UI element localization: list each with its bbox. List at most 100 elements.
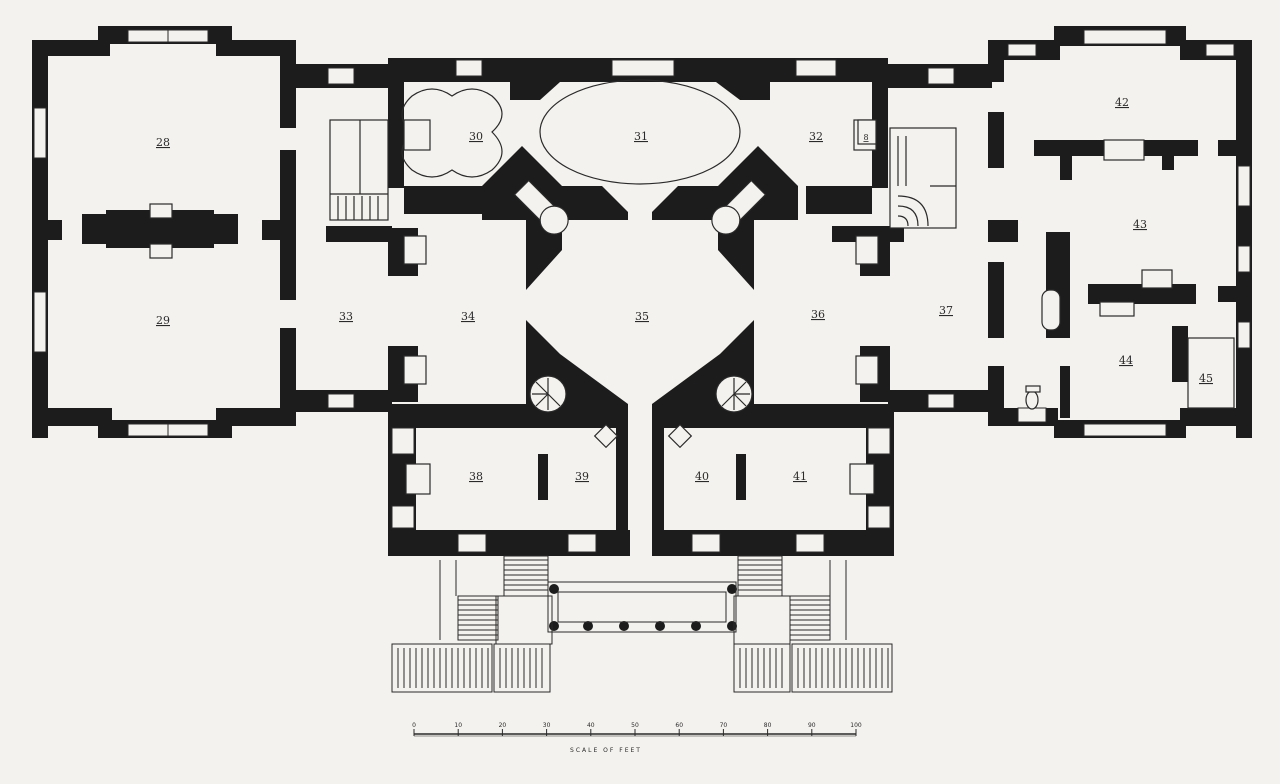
scale-tick-label: 70 <box>720 722 728 729</box>
terrace-post <box>619 621 629 631</box>
west-staircase <box>329 119 389 221</box>
niche-north-2 <box>716 82 770 100</box>
east-upper-steps <box>737 555 783 597</box>
room-number-31: 31 <box>634 130 648 143</box>
scale-tick-label: 0 <box>412 722 416 729</box>
windows <box>33 29 1251 553</box>
fireplace <box>855 355 879 385</box>
window <box>391 505 415 529</box>
window <box>327 393 355 409</box>
east-side-steps <box>789 595 831 641</box>
room-number-39: 39 <box>575 470 589 483</box>
room-number-42: 42 <box>1115 96 1129 109</box>
terrace-post <box>727 584 737 594</box>
room42-south-return-east <box>1162 140 1174 170</box>
scale-title: SCALE OF FEET <box>570 747 642 754</box>
right-wing-pier-east-top <box>1218 140 1236 156</box>
closet-mark: 8 <box>863 133 868 142</box>
window <box>567 533 597 553</box>
window <box>1237 245 1251 273</box>
terrace-post <box>655 621 665 631</box>
room38-39-partition <box>538 454 548 500</box>
fireplace <box>1141 269 1173 289</box>
right-wing-east-wall <box>1236 40 1252 438</box>
window <box>867 505 891 529</box>
west-lower-steps-inner <box>493 643 551 693</box>
window <box>1237 321 1251 349</box>
east-staircase <box>889 127 957 229</box>
closet-box <box>857 119 877 145</box>
stair-winders <box>897 195 929 227</box>
window <box>1083 29 1167 45</box>
terrace-post <box>583 621 593 631</box>
fireplace <box>403 119 431 151</box>
room-number-45: 45 <box>1199 372 1213 385</box>
scale-tick-label: 60 <box>675 722 683 729</box>
west-upper-steps <box>503 555 549 597</box>
left-wing-east-wall-bottom <box>280 328 296 426</box>
window <box>167 423 209 437</box>
fireplace <box>405 463 431 495</box>
left-wing-west-wall <box>32 40 48 438</box>
fireplace <box>849 463 875 495</box>
left-wing-north-wall-b <box>216 40 296 56</box>
room30-south-wall <box>404 186 482 214</box>
terrace-post <box>691 621 701 631</box>
east-lower-steps <box>791 643 893 693</box>
stair-treads <box>397 559 889 688</box>
window <box>867 427 891 455</box>
room32-south-wall <box>806 186 872 214</box>
scale-tick-label: 10 <box>454 722 462 729</box>
west-lower-steps <box>391 643 493 693</box>
closet-nw <box>513 179 569 235</box>
fireplace <box>403 235 427 265</box>
window <box>33 291 47 353</box>
corner-fireplace <box>667 423 693 449</box>
room-number-34: 34 <box>461 310 475 323</box>
window <box>457 533 487 553</box>
window <box>127 29 169 43</box>
left-wing-north-wall-a <box>32 40 110 56</box>
central-pier-southeast <box>652 320 798 556</box>
window <box>167 29 209 43</box>
window <box>127 423 169 437</box>
scale-tick-label: 20 <box>499 722 507 729</box>
left-wing-south-wall-a <box>32 408 112 426</box>
room-number-40: 40 <box>695 470 709 483</box>
room-number-36: 36 <box>811 308 825 321</box>
room45-outline <box>1187 337 1235 409</box>
left-wing-pier-west <box>48 220 62 240</box>
east-lower-steps-inner <box>733 643 791 693</box>
closet-ne <box>711 179 767 235</box>
west-stair-hall-south-wall <box>326 226 392 242</box>
scale-tick-label: 100 <box>850 722 862 729</box>
room-labels: 28 29 30 31 32 33 34 35 36 37 38 39 40 4… <box>156 96 1213 483</box>
room-number-30: 30 <box>469 130 483 143</box>
room-number-32: 32 <box>809 130 823 143</box>
toilet-tank <box>1025 385 1041 393</box>
room-number-44: 44 <box>1119 354 1133 367</box>
scale-tick-label: 40 <box>587 722 595 729</box>
window <box>1007 43 1037 57</box>
window <box>795 59 837 77</box>
niche-north-1 <box>510 82 560 100</box>
spiral-stair-treads <box>532 378 561 410</box>
room-number-41: 41 <box>793 470 807 483</box>
room-number-38: 38 <box>469 470 483 483</box>
fireplace <box>403 355 427 385</box>
right-wing-west-wall-b <box>988 262 1004 338</box>
window <box>327 67 355 85</box>
bathtub <box>1041 289 1061 331</box>
interior-details <box>149 79 1235 495</box>
room-number-37: 37 <box>939 304 953 317</box>
room42-south-return-west <box>1060 140 1072 180</box>
window <box>1083 423 1167 437</box>
right-wing-south-wall-b <box>1180 408 1250 426</box>
room40-41-partition <box>736 454 746 500</box>
right-wing-pier-east <box>1218 286 1236 302</box>
left-wing-south-wall-b <box>216 408 296 426</box>
window <box>391 427 415 455</box>
